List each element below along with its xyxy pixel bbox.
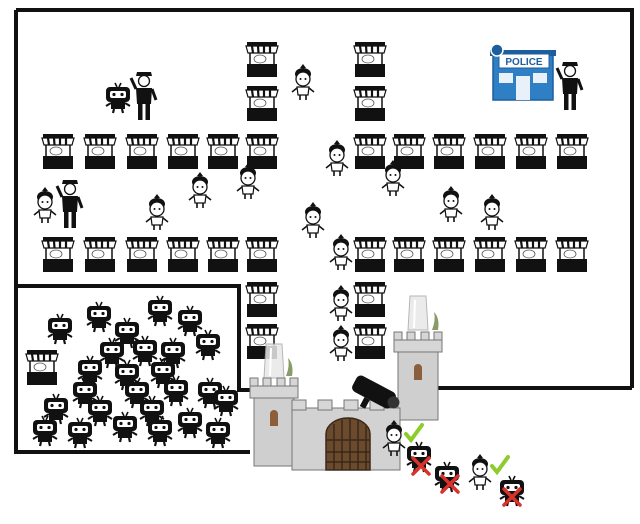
market-stall-icon xyxy=(205,235,241,274)
market-stall-icon xyxy=(244,280,280,319)
robot-icon xyxy=(204,416,232,450)
robot-icon xyxy=(76,354,104,388)
market-stall-icon xyxy=(352,322,388,361)
villager-icon xyxy=(439,185,463,223)
market-stall-icon xyxy=(165,235,201,274)
market-stall-icon xyxy=(554,235,590,274)
market-stall-icon xyxy=(513,235,549,274)
police-station: POLICE xyxy=(490,43,556,101)
police-sign-label: POLICE xyxy=(505,57,543,68)
robot-icon xyxy=(146,414,174,448)
robot-pen-boundary xyxy=(14,284,250,454)
robot-icon xyxy=(86,394,114,428)
robot-icon xyxy=(46,312,74,346)
checkmark-icon xyxy=(404,423,424,442)
robot-icon xyxy=(176,406,204,440)
market-stall-icon xyxy=(554,132,590,171)
market-stall-icon xyxy=(472,235,508,274)
market-stall-icon xyxy=(352,235,388,274)
villager-icon xyxy=(329,233,353,271)
villager-icon xyxy=(33,186,57,224)
robot-icon xyxy=(194,328,222,362)
market-stall-icon xyxy=(124,235,160,274)
market-stall-icon xyxy=(391,132,427,171)
villager-icon xyxy=(468,453,492,491)
market-stall-icon xyxy=(244,235,280,274)
villager-icon xyxy=(291,63,315,101)
villager-icon xyxy=(480,193,504,231)
castle-gate-icon xyxy=(249,295,443,471)
robot-icon xyxy=(85,300,113,334)
market-stall-icon xyxy=(431,132,467,171)
market-stall-icon xyxy=(82,132,118,171)
robot-icon xyxy=(31,414,59,448)
villager-icon xyxy=(329,284,353,322)
market-stall-icon xyxy=(244,40,280,79)
robot-icon xyxy=(131,334,159,368)
market-stall-icon xyxy=(24,348,60,387)
market-stall-icon xyxy=(40,132,76,171)
market-stall-icon xyxy=(352,280,388,319)
checkmark-icon xyxy=(490,455,510,474)
robot-icon xyxy=(146,294,174,328)
market-stall-icon xyxy=(352,132,388,171)
robot-crowd xyxy=(31,294,240,450)
market-stall-icon xyxy=(513,132,549,171)
market-stall-icon xyxy=(244,84,280,123)
robot-icon xyxy=(104,81,132,115)
villager-icon xyxy=(325,139,349,177)
robot-icon xyxy=(111,410,139,444)
robot-icon xyxy=(212,384,240,418)
market-stall-icon xyxy=(472,132,508,171)
police-badge-icon xyxy=(490,43,504,57)
robot-icon xyxy=(98,336,126,370)
market-stall-icon xyxy=(352,40,388,79)
market-stall-icon xyxy=(40,235,76,274)
robot-icon xyxy=(66,416,94,450)
police-officer-icon xyxy=(55,178,84,230)
villager-icon xyxy=(329,324,353,362)
robot-icon xyxy=(176,304,204,338)
police-officer-icon xyxy=(555,60,584,112)
robot-icon xyxy=(42,392,70,426)
market-stall-icon xyxy=(352,84,388,123)
market-stall-icon xyxy=(205,132,241,171)
robot-icon xyxy=(162,374,190,408)
security-camera-icon xyxy=(352,375,400,409)
market-stall-icon xyxy=(431,235,467,274)
villager-icon xyxy=(188,171,212,209)
market-boundary xyxy=(14,8,634,388)
police-officer-icon xyxy=(129,70,158,122)
market-stall-icon xyxy=(124,132,160,171)
market-stall-icon xyxy=(244,132,280,171)
market-stall-icon xyxy=(165,132,201,171)
villager-icon xyxy=(301,201,325,239)
market-stall-icon xyxy=(391,235,427,274)
villager-icon xyxy=(145,193,169,231)
market-stall-icon xyxy=(82,235,118,274)
castle-portcullis xyxy=(325,417,371,471)
